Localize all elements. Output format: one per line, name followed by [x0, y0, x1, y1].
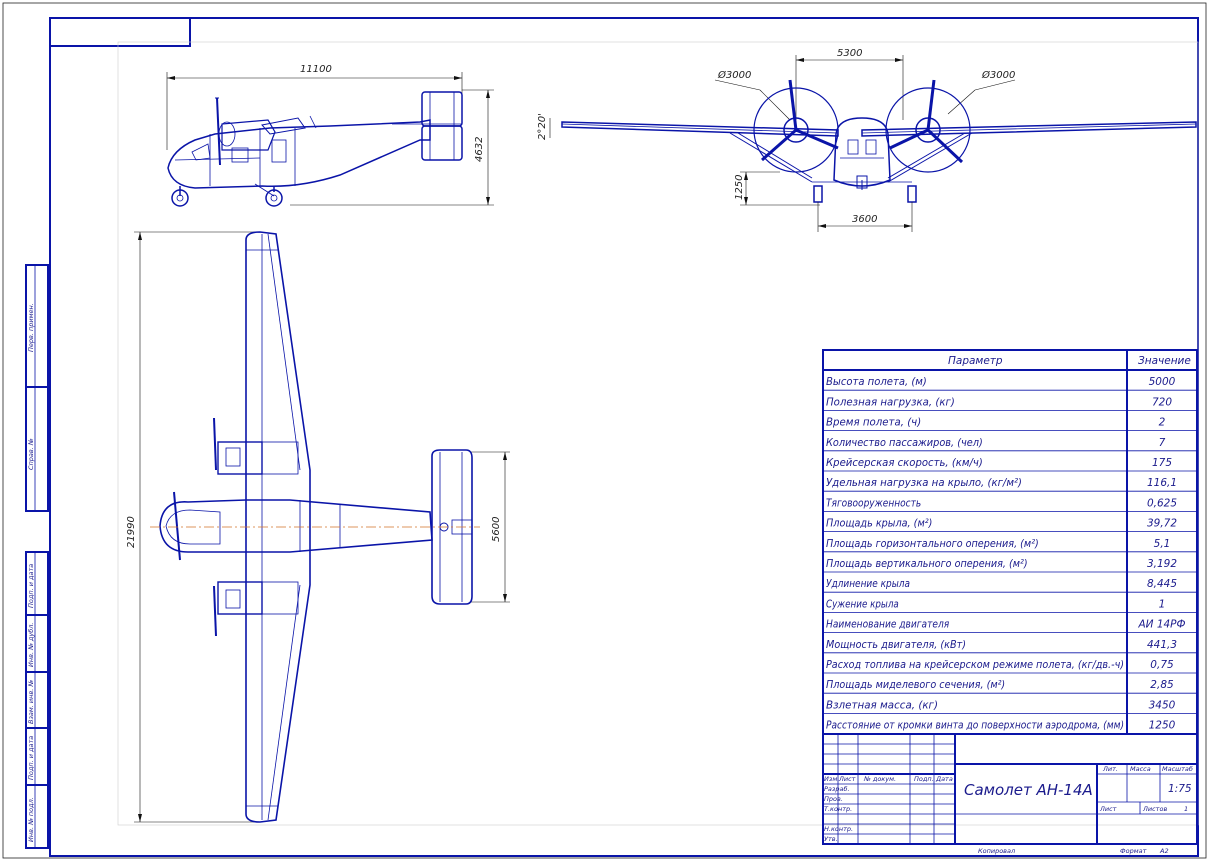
spec-row-param: Удлинение крыла [826, 578, 910, 590]
spec-row-value: 1250 [1149, 720, 1176, 732]
drawing-title: Самолет АН-14А [964, 781, 1093, 799]
spec-row-param: Площадь крыла, (м²) [826, 518, 932, 530]
dim-side-height: 4632 [474, 137, 485, 162]
spec-row-value: 441,3 [1147, 639, 1177, 651]
podp-data-2-label: Подп. и дата [27, 736, 35, 780]
dim-prop-left: Ø3000 [717, 69, 751, 81]
spec-row-value: 5,1 [1154, 538, 1171, 550]
dim-dihedral: 2°20' [537, 113, 548, 140]
tb-izm: Изм. [824, 775, 839, 783]
spec-row-param: Полезная нагрузка, (кг) [826, 396, 955, 408]
dim-track: 3600 [852, 214, 877, 225]
tb-col-mass: Масса [1130, 765, 1151, 773]
spec-row-param: Высота полета, (м) [826, 376, 927, 388]
tb-format: Формат [1120, 847, 1147, 855]
spec-row-value: 116,1 [1147, 477, 1177, 489]
spec-row-param: Расстояние от кромки винта до поверхност… [826, 720, 1124, 732]
tb-copied: Копировал [978, 847, 1015, 855]
tb-scale: 1:75 [1168, 783, 1192, 795]
spec-header-value: Значение [1138, 355, 1191, 367]
dim-stabilizer-span: 5600 [491, 517, 502, 542]
spec-row-value: 3,192 [1147, 558, 1177, 570]
spec-row-param: Количество пассажиров, (чел) [826, 437, 983, 449]
tb-list: Лист [838, 775, 856, 783]
spec-row-param: Площадь вертикального оперения, (м²) [826, 558, 1028, 570]
spec-row-param: Площадь миделевого сечения, (м²) [826, 679, 1005, 691]
dim-span: 21990 [126, 516, 137, 548]
title-block: Изм. Лист № докум. Подп. Дата Разраб. Пр… [822, 733, 1198, 855]
sprav-no-label: Справ. № [27, 438, 35, 470]
spec-row-value: 720 [1152, 396, 1172, 408]
front-view: 5300 Ø3000 Ø3000 2°20' [537, 48, 1197, 232]
tb-sheet: Лист [1099, 805, 1117, 813]
inv-dubl-label: Инв. № дубл. [27, 623, 35, 667]
spec-row-param: Время полета, (ч) [826, 417, 921, 429]
side-view: 11100 4632 [166, 64, 494, 207]
spec-row-param: Тяговооруженность [826, 497, 921, 509]
dim-side-length: 11100 [300, 64, 332, 75]
spec-row-value: 2 [1159, 417, 1166, 429]
inv-podl-label: Инв. № подл. [27, 797, 35, 842]
tb-razrab: Разраб. [824, 785, 850, 793]
spec-row-value: 8,445 [1147, 578, 1177, 590]
tb-col-scale: Масштаб [1162, 765, 1193, 773]
dim-prop-clearance: 1250 [734, 175, 745, 200]
spec-row-param: Расход топлива на крейсерском режиме пол… [826, 659, 1124, 671]
spec-table: Параметр Значение Высота полета, (м) 5000… [822, 349, 1198, 735]
tb-col-lit: Лит. [1102, 765, 1118, 773]
spec-row-param: Взлетная масса, (кг) [826, 699, 938, 711]
spec-row-value: 7 [1159, 437, 1166, 449]
tb-sheets-count: 1 [1184, 805, 1188, 813]
tb-date: Дата [935, 775, 953, 783]
tb-doc-no: № докум. [863, 775, 896, 783]
spec-row-param: Сужение крыла [826, 598, 899, 610]
spec-row-value: 0,75 [1150, 659, 1174, 671]
tb-utv: Утв. [824, 835, 838, 843]
tb-nkontr: Н.контр. [824, 825, 853, 833]
left-side-stamp: Перв. примен. Справ. № Подп. и дата Инв.… [25, 264, 49, 849]
vzam-inv-label: Взам. инв. № [27, 680, 35, 724]
dim-front-tail: 5300 [837, 48, 862, 59]
podp-data-1-label: Подп. и дата [27, 564, 35, 608]
spec-row-param: Крейсерская скорость, (км/ч) [826, 457, 983, 469]
spec-row-param: Наименование двигателя [826, 619, 949, 631]
spec-row-value: 39,72 [1147, 518, 1177, 530]
dim-prop-right: Ø3000 [981, 69, 1015, 81]
spec-row-param: Удельная нагрузка на крыло, (кг/м²) [826, 477, 1022, 489]
tb-sign: Подп. [914, 775, 934, 783]
tb-sheets: Листов [1142, 805, 1167, 813]
spec-row-value: 0,625 [1147, 497, 1177, 509]
tb-prov: Пров. [824, 795, 843, 803]
spec-row-value: 2,85 [1150, 679, 1174, 691]
tb-format-value: А2 [1159, 847, 1169, 855]
spec-row-value: 5000 [1149, 376, 1176, 388]
spec-row-value: 3450 [1149, 699, 1176, 711]
perv-primen-label: Перв. примен. [27, 303, 35, 352]
top-view: 21990 5600 [126, 231, 510, 823]
spec-row-value: 175 [1152, 457, 1172, 469]
spec-row-param: Мощность двигателя, (кВт) [826, 639, 966, 651]
spec-row-value: 1 [1159, 598, 1166, 610]
top-left-stamp [49, 17, 191, 47]
spec-header-param: Параметр [948, 355, 1003, 367]
tb-tkontr: Т.контр. [824, 805, 852, 813]
spec-row-param: Площадь горизонтального оперения, (м²) [826, 538, 1039, 550]
spec-row-value: АИ 14РФ [1137, 619, 1185, 631]
